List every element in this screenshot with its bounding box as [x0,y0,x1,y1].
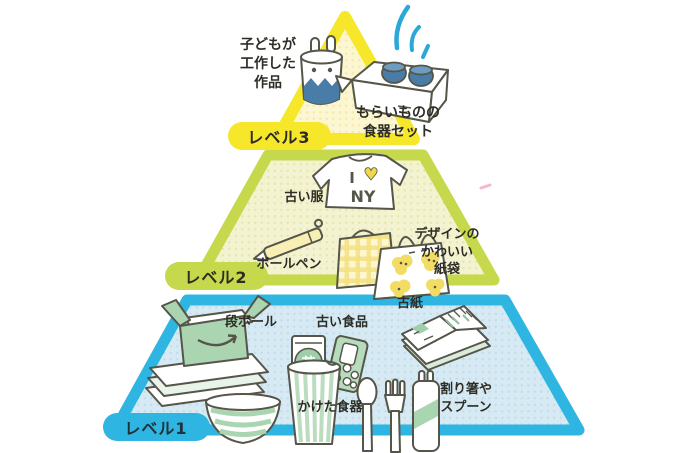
chipped-dishes-label: かけた食器 [297,400,363,415]
stray-pink-mark [479,183,492,190]
cutlery-label: 割り箸や スプーン [439,382,493,415]
blister-pack-icon [325,335,369,393]
old-paper-label: 古紙 [396,296,424,311]
fork-icon [384,378,406,453]
chopsticks-icon [412,370,440,452]
heart-icon: ♥ [363,165,378,185]
sparkle-lines-icon [394,4,430,59]
cardboard-box-icon [145,295,271,407]
level1-tab-label: レベル1 [124,419,188,438]
gifted-tableware-label: もらいものの 食器セット [356,105,440,140]
tshirt-icon: I ♥ NY [312,153,408,210]
level1-tab [103,413,210,441]
chipped-cup-icon [287,359,341,445]
kids-craft-label: 子どもが 工作した 作品 [240,37,296,91]
tshirt-print-i: I [349,169,355,187]
old-clothes-label: 古い服 [284,190,324,205]
ballpoint-pen-icon [252,218,324,262]
level2-tab [165,262,268,290]
level3-tab [228,122,331,150]
chipped-bowl-icon [204,393,282,445]
paper-bags-label: デザインの かわいい 紙袋 [414,227,480,278]
cardboard-label: 段ボール [224,315,278,330]
tableware-box-icon [335,61,449,123]
level2-tab-label: レベル2 [184,268,248,287]
spoon-icon [356,377,378,452]
old-food-label: 古い食品 [315,315,369,330]
ballpoint-pen-label: ボールペン [256,257,322,272]
tshirt-print-ny: NY [351,187,376,206]
old-paper-icon [401,305,491,371]
paper-bags-icon [336,229,450,300]
cutlery-icon [356,370,440,453]
kids-craft-icon [300,35,343,105]
level3-tab-label: レベル3 [247,128,311,147]
